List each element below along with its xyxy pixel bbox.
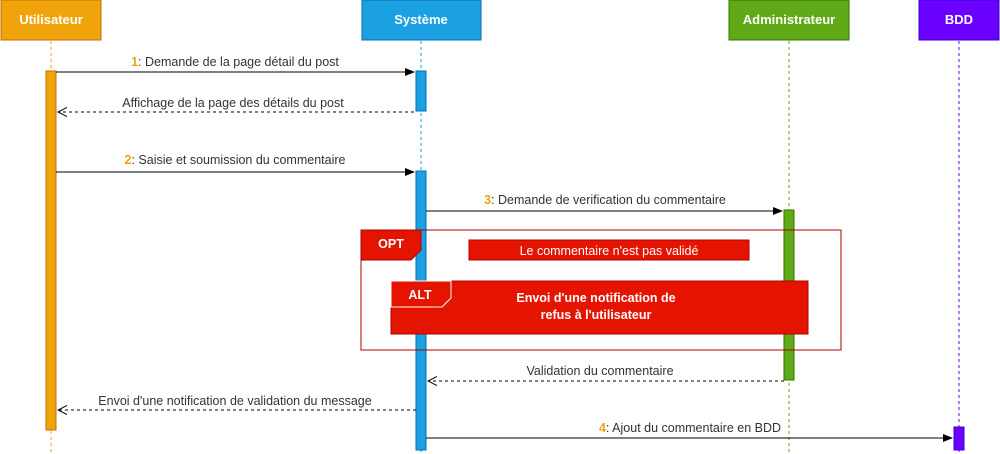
message-3: 3: Demande de verification du commentair… [426,193,783,215]
alt-text-line2: refus à l'utilisateur [541,308,652,322]
opt-fragment: OPT Le commentaire n'est pas validé [360,229,842,351]
reply-affichage: Affichage de la page des détails du post [58,96,414,112]
reply-validation-label: Validation du commentaire [526,364,673,378]
message-2-label: 2: Saisie et soumission du commentaire [125,153,346,167]
message-1: 1: Demande de la page détail du post [56,55,415,76]
message-4-label: 4: Ajout du commentaire en BDD [599,421,781,435]
actor-utilisateur-label: Utilisateur [19,12,83,27]
opt-tag: OPT [378,237,404,251]
activation-systeme-1 [415,70,427,112]
alt-fragment: ALT Envoi d'une notification de refus à … [390,280,809,335]
reply-notification: Envoi d'une notification de validation d… [58,394,416,410]
actor-administrateur-label: Administrateur [743,12,835,27]
reply-notification-label: Envoi d'une notification de validation d… [98,394,371,408]
actor-systeme-label: Système [394,12,447,27]
alt-tag: ALT [408,288,432,302]
opt-condition: Le commentaire n'est pas validé [520,244,699,258]
reply-affichage-label: Affichage de la page des détails du post [122,96,344,110]
message-4: 4: Ajout du commentaire en BDD [426,421,953,442]
actor-bdd: BDD [918,0,1000,41]
actor-bdd-label: BDD [945,12,973,27]
activation-bdd [953,426,965,451]
actor-utilisateur: Utilisateur [0,0,102,41]
actor-administrateur: Administrateur [728,0,850,41]
message-2: 2: Saisie et soumission du commentaire [56,153,415,176]
message-3-label: 3: Demande de verification du commentair… [484,193,726,207]
actor-systeme: Système [361,0,482,41]
activation-utilisateur [45,70,57,431]
alt-text-line1: Envoi d'une notification de [516,291,675,305]
reply-validation: Validation du commentaire [428,364,784,381]
message-1-label: 1: Demande de la page détail du post [131,55,339,69]
